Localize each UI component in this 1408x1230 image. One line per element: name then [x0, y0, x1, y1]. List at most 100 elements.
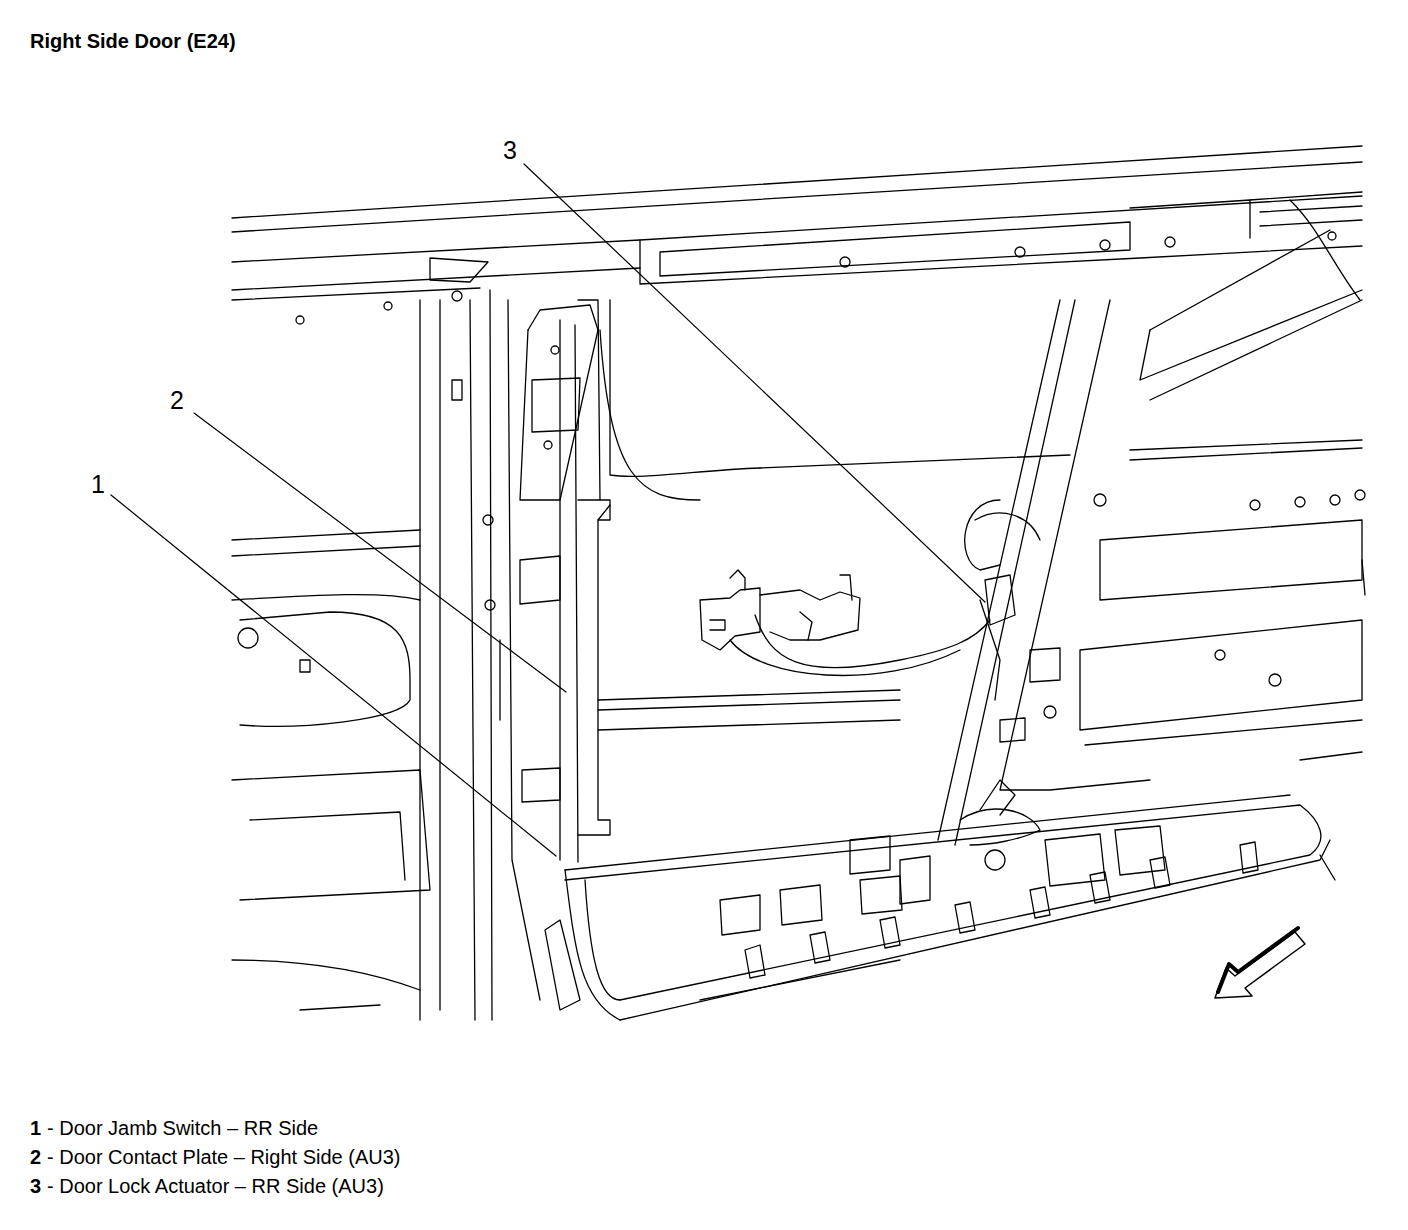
line-art [532, 378, 580, 432]
line-art [980, 600, 1000, 700]
line-art [524, 164, 985, 602]
line-art [232, 546, 420, 556]
line-art [900, 856, 930, 904]
line-art [1165, 237, 1175, 247]
line-art [1045, 834, 1105, 886]
line-art [575, 325, 578, 862]
line-art [730, 640, 960, 675]
line-art [1000, 718, 1025, 742]
line-art [1130, 440, 1362, 450]
line-art [585, 880, 620, 1000]
line-art [1090, 872, 1110, 903]
line-art [1250, 192, 1362, 200]
line-art [452, 380, 462, 400]
line-art [300, 1005, 380, 1010]
line-art [232, 196, 1362, 262]
line-art [745, 945, 765, 978]
legend-number: 2 [30, 1146, 41, 1169]
legend-text: - Door Contact Plate – Right Side (AU3) [47, 1146, 401, 1169]
line-art [1320, 855, 1335, 880]
line-art [1030, 648, 1060, 682]
line-art [544, 441, 552, 449]
line-art [1150, 857, 1170, 888]
line-art [1330, 495, 1340, 505]
line-art [238, 628, 258, 648]
line-art [598, 720, 900, 730]
line-art [1300, 752, 1362, 760]
line-art [800, 612, 812, 640]
front-door [232, 530, 430, 1010]
line-art [1030, 887, 1050, 918]
line-art [430, 258, 488, 282]
line-art [598, 505, 610, 520]
line-art [384, 302, 392, 310]
diagram-title: Right Side Door (E24) [30, 30, 236, 53]
line-art [810, 932, 830, 963]
line-art [1130, 448, 1362, 460]
line-art [1130, 200, 1250, 238]
line-art [565, 805, 1321, 1000]
line-art [975, 513, 1040, 540]
line-art [1140, 290, 1362, 380]
line-art [1085, 720, 1362, 745]
roof-rail [232, 146, 1362, 324]
line-art [300, 660, 310, 672]
line-art [850, 836, 890, 874]
latch-assembly [700, 570, 990, 675]
line-art [499, 640, 500, 720]
line-art [1260, 206, 1362, 212]
b-pillar [420, 290, 600, 1020]
line-art [520, 556, 560, 604]
callout-number: 1 [91, 470, 105, 499]
legend-text: - Door Lock Actuator – RR Side (AU3) [47, 1175, 384, 1198]
line-art [470, 300, 475, 1020]
line-art [598, 700, 900, 710]
callout-number: 3 [503, 136, 517, 165]
line-art [452, 291, 462, 301]
line-art [232, 960, 420, 990]
line-art [938, 300, 1060, 840]
line-art [232, 595, 420, 600]
line-art [710, 620, 725, 630]
line-art [610, 300, 760, 476]
line-art [528, 305, 598, 330]
line-art [980, 780, 1015, 815]
line-art [296, 316, 304, 324]
line-art [780, 885, 822, 925]
line-art [840, 575, 852, 600]
line-art [965, 500, 1000, 570]
line-art [1362, 560, 1365, 595]
line-art [955, 902, 975, 933]
line-art [1218, 928, 1298, 992]
line-art [520, 330, 598, 500]
line-art [755, 615, 990, 668]
line-art [1355, 490, 1365, 500]
line-art [620, 840, 1330, 1020]
line-art [1015, 247, 1025, 257]
line-art [1115, 826, 1165, 875]
line-art [1250, 500, 1260, 510]
line-art [985, 850, 1005, 870]
legend-text: - Door Jamb Switch – RR Side [47, 1117, 318, 1140]
legend-number: 3 [30, 1175, 41, 1198]
line-art [578, 500, 610, 835]
line-art [1240, 842, 1258, 873]
line-art [985, 575, 1015, 625]
line-art [490, 290, 492, 1020]
line-art [600, 330, 700, 500]
line-art [1094, 494, 1106, 506]
legend-number: 1 [30, 1117, 41, 1140]
line-art [565, 870, 620, 1020]
line-art [232, 162, 1362, 232]
line-art [522, 768, 560, 802]
line-art [598, 690, 900, 700]
line-art [1100, 240, 1110, 250]
line-art [1150, 300, 1362, 400]
line-art [840, 257, 850, 267]
line-art [1044, 706, 1056, 718]
line-art [483, 515, 493, 525]
line-art [1080, 620, 1362, 730]
line-art [1295, 497, 1305, 507]
line-art [565, 795, 1290, 870]
